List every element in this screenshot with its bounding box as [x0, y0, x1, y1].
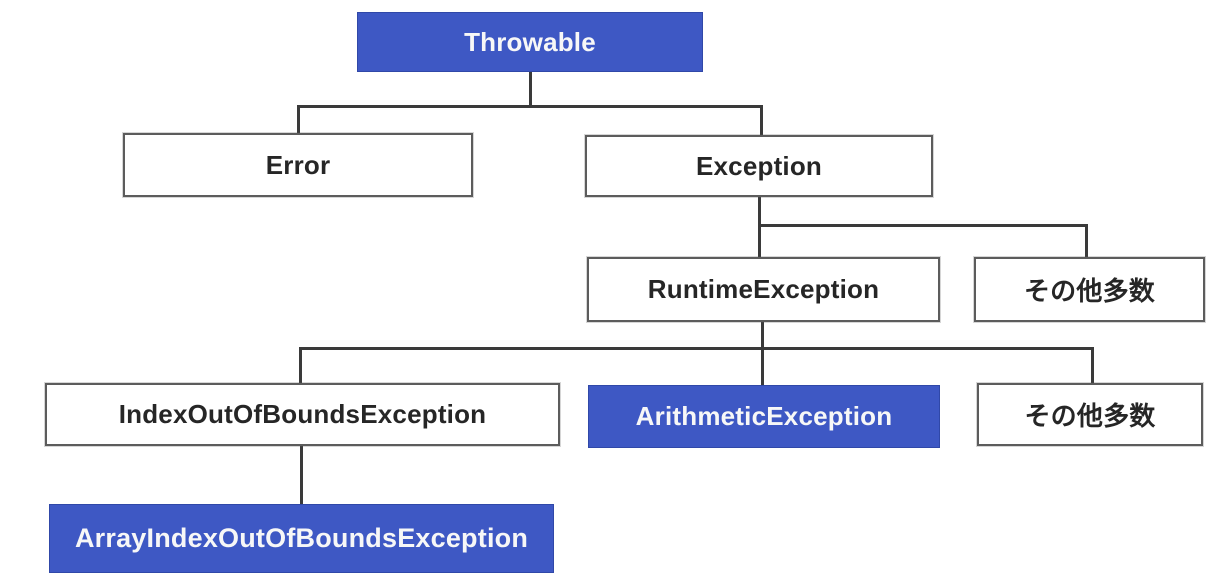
- node-array-index-out-of-bounds-exception: ArrayIndexOutOfBoundsException: [49, 504, 554, 573]
- node-error: Error: [123, 133, 473, 197]
- node-arithmetic-exception: ArithmeticException: [588, 385, 940, 448]
- connector-to-exception: [760, 105, 763, 137]
- node-others-many-1: その他多数: [974, 257, 1205, 322]
- connector-throwable-children-horizontal: [297, 105, 763, 108]
- connector-to-arrayindexoutofbounds: [300, 446, 303, 506]
- node-runtime-exception: RuntimeException: [587, 257, 940, 322]
- connector-to-others-2: [1091, 347, 1094, 385]
- connector-exception-children-horizontal: [758, 224, 1088, 227]
- connector-exception-down: [758, 197, 761, 259]
- connector-runtime-down: [761, 322, 764, 387]
- node-exception: Exception: [585, 135, 933, 197]
- node-throwable: Throwable: [357, 12, 703, 72]
- connector-to-others-1: [1085, 224, 1088, 259]
- node-others-many-2: その他多数: [977, 383, 1203, 446]
- connector-runtime-children-horizontal: [299, 347, 1094, 350]
- connector-to-indexoutofbounds: [299, 347, 302, 385]
- connector-to-error: [297, 105, 300, 135]
- connector-throwable-down: [529, 72, 532, 108]
- node-index-out-of-bounds-exception: IndexOutOfBoundsException: [45, 383, 560, 446]
